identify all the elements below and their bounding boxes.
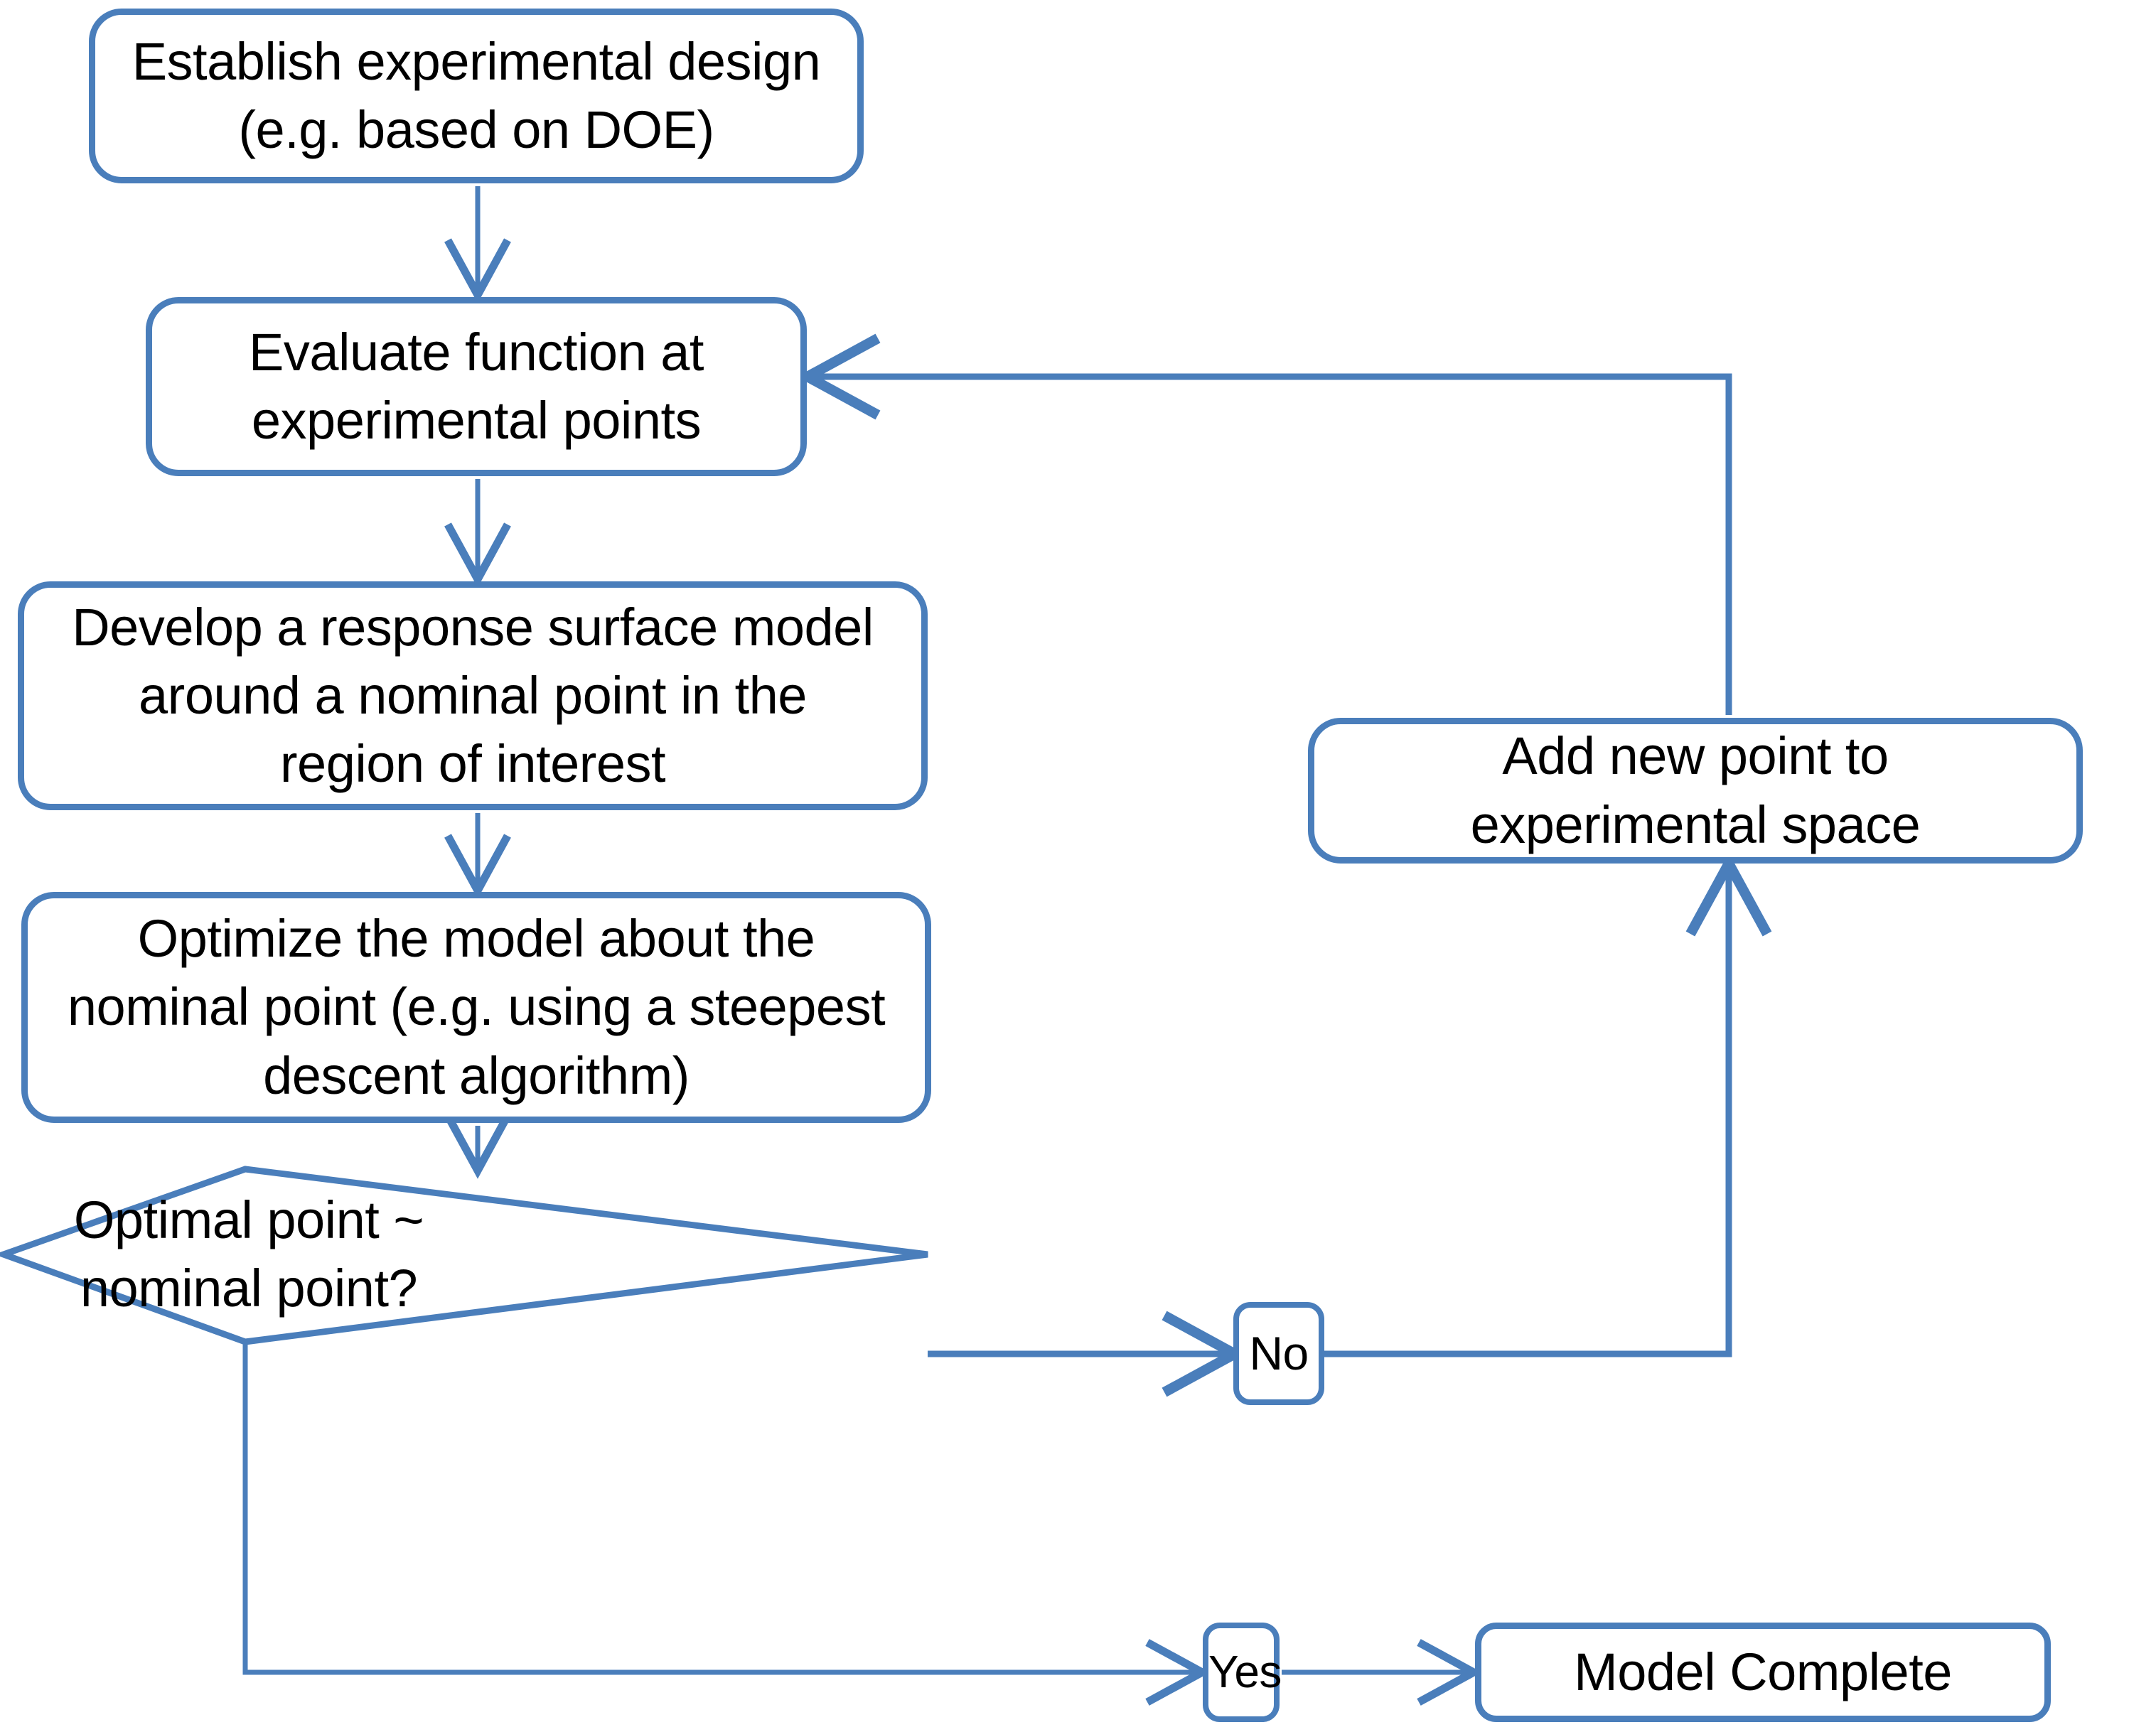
- decision-diamond: [0, 1166, 928, 1345]
- node-model-complete[interactable]: Model Complete: [1475, 1623, 2051, 1722]
- edge-addpoint-evaluate: [796, 333, 1732, 715]
- edge-decision-yes: [242, 1343, 1211, 1706]
- node-establish-experimental-design[interactable]: Establish experimental design(e.g. based…: [89, 9, 864, 183]
- node-yes-branch-label[interactable]: Yes: [1203, 1623, 1282, 1722]
- node-model-complete-text: Model Complete: [1574, 1642, 1952, 1701]
- node-establish-text: Establish experimental design(e.g. based…: [132, 31, 821, 159]
- edge-no-addpoint: [1324, 852, 1772, 1357]
- node-no-text: No: [1249, 1326, 1309, 1379]
- node-no-branch-label[interactable]: No: [1233, 1302, 1324, 1405]
- node-yes-text: Yes: [1208, 1646, 1282, 1698]
